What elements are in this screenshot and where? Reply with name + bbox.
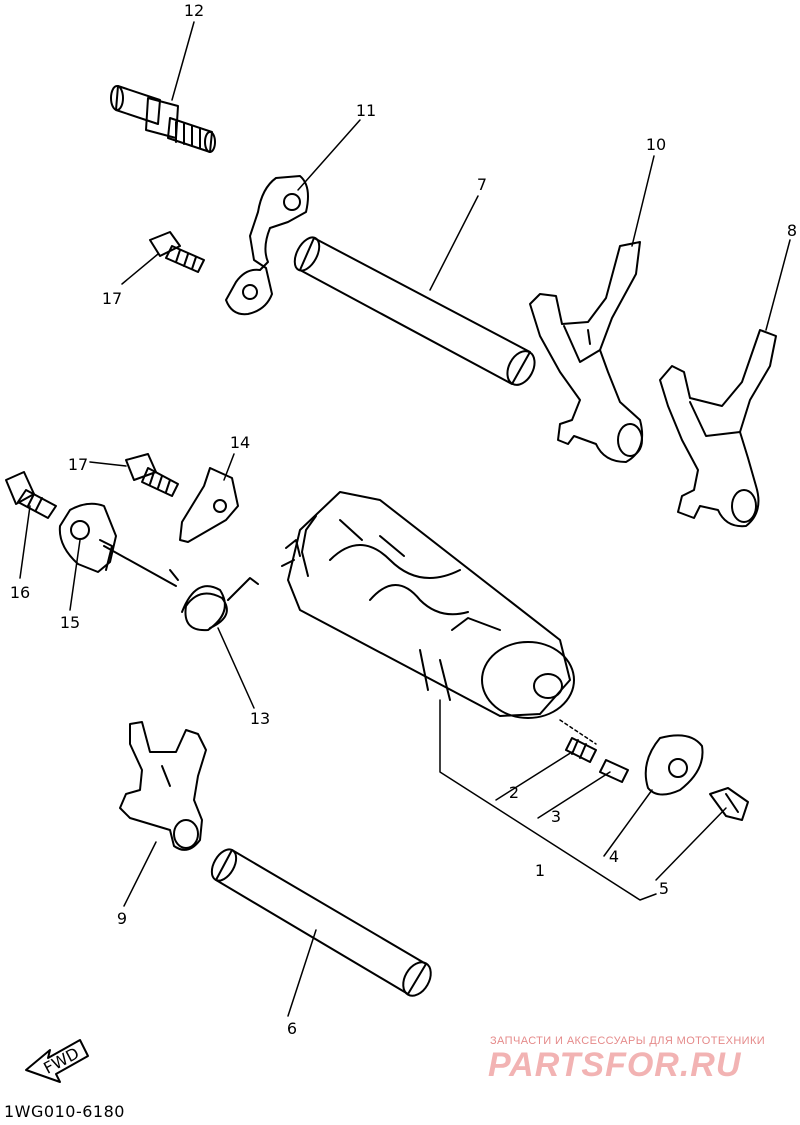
callout-labels: 12 11 7 10 8 17 17 14 16 15 13 2 3 1 4 5… (10, 1, 797, 1078)
part-6-shaft (210, 848, 432, 997)
callout-17-lower: 17 (68, 455, 88, 474)
part-4-plate (644, 734, 704, 796)
part-14-plate (179, 467, 239, 543)
part-5-screw (709, 787, 749, 821)
callout-10: 10 (646, 135, 666, 154)
part-17-bolt-upper (149, 231, 205, 273)
callout-9: 9 (117, 909, 127, 928)
callout-17-upper: 17 (102, 289, 122, 308)
callout-15: 15 (60, 613, 80, 632)
callout-4: 4 (609, 847, 619, 866)
part-16-bolt (5, 471, 57, 519)
callout-14: 14 (230, 433, 250, 452)
diagram-code: 1WG010-6180 (4, 1102, 125, 1121)
callout-13: 13 (250, 709, 270, 728)
callout-5: 5 (659, 879, 669, 898)
callout-3: 3 (551, 807, 561, 826)
part-1-shift-drum (281, 491, 575, 719)
callout-12: 12 (184, 1, 204, 20)
leader-lines (19, 21, 791, 1017)
callout-8: 8 (787, 221, 797, 240)
callout-7: 7 (477, 175, 487, 194)
fwd-arrow-label: FWD (40, 1044, 82, 1078)
watermark-logo: PARTSFOR.RU (488, 1046, 742, 1084)
part-3-pin (599, 759, 629, 783)
callout-6: 6 (287, 1019, 297, 1038)
part-7-shaft (293, 236, 536, 386)
part-11-bracket (225, 175, 309, 316)
part-13-spring (103, 545, 259, 632)
fwd-arrow-icon (25, 1039, 89, 1083)
watermark-tagline: ЗАПЧАСТИ И АКСЕССУАРЫ ДЛЯ МОТОТЕХНИКИ (490, 1035, 766, 1047)
part-10-shift-fork (529, 241, 644, 463)
part-2-pin (565, 737, 597, 763)
callout-2: 2 (509, 783, 519, 802)
callout-11: 11 (356, 101, 376, 120)
callout-16: 16 (10, 583, 30, 602)
part-15-lever (58, 502, 117, 573)
part-17-bolt-lower (125, 453, 179, 497)
part-8-shift-fork (659, 329, 777, 528)
part-9-shift-fork (119, 721, 207, 851)
part-12-stud-bolt (110, 85, 216, 153)
callout-1: 1 (535, 861, 545, 880)
